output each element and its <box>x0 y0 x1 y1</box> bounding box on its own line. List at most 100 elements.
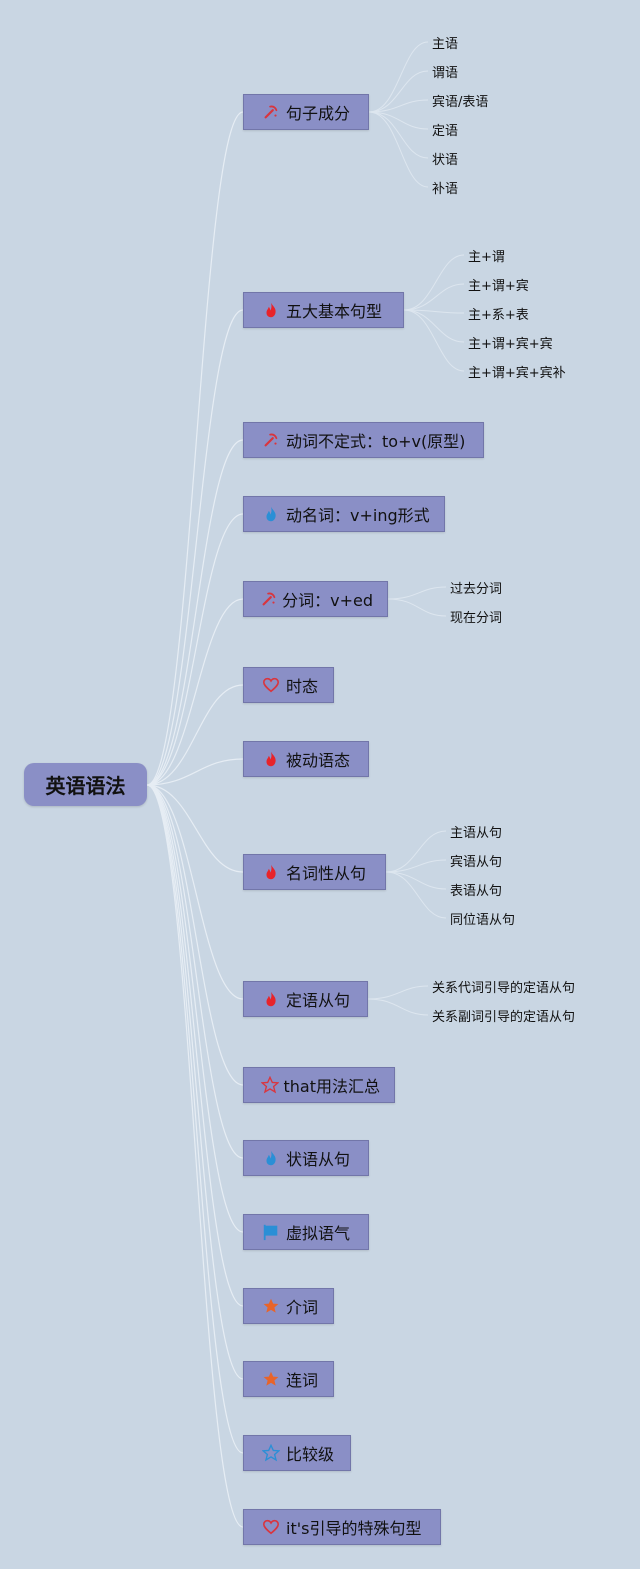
branch-connector <box>146 784 244 1086</box>
branch-label: 时态 <box>286 677 319 696</box>
fire-icon <box>260 862 282 882</box>
branch-node[interactable]: 分词：v+ed <box>243 581 388 617</box>
branch-label: that用法汇总 <box>283 1077 381 1096</box>
leaf-connector <box>368 99 429 113</box>
leaf-node[interactable]: 主+谓+宾+宾补 <box>468 366 566 381</box>
branch-connector <box>146 684 244 786</box>
leaf-node[interactable]: 定语 <box>432 124 459 139</box>
branch-connector <box>146 784 244 1380</box>
blue-star-outline-icon <box>260 1443 282 1463</box>
pick-icon <box>260 102 282 122</box>
branch-label: 名词性从句 <box>286 864 367 883</box>
leaf-node[interactable]: 主语 <box>432 37 459 52</box>
heart-icon <box>260 1517 282 1537</box>
leaf-connector <box>403 309 465 343</box>
branch-label: it's引导的特殊句型 <box>286 1519 422 1538</box>
branch-node[interactable]: 句子成分 <box>243 94 369 130</box>
pick-icon <box>260 589 278 609</box>
branch-connector <box>146 784 244 873</box>
branch-connector <box>146 784 244 1454</box>
blue-fire-icon <box>260 1148 282 1168</box>
branch-node[interactable]: 连词 <box>243 1361 334 1397</box>
leaf-connector <box>385 871 447 919</box>
branch-label: 定语从句 <box>286 991 351 1010</box>
leaf-node[interactable]: 过去分词 <box>450 582 503 597</box>
branch-node[interactable]: 动词不定式：to+v(原型) <box>243 422 484 458</box>
branch-label: 虚拟语气 <box>286 1224 351 1243</box>
branch-connector <box>146 598 244 786</box>
fire-icon <box>260 749 282 769</box>
leaf-node[interactable]: 主+谓+宾 <box>468 279 529 294</box>
leaf-node[interactable]: 状语 <box>432 153 459 168</box>
leaf-node[interactable]: 同位语从句 <box>450 913 516 928</box>
leaf-node[interactable]: 表语从句 <box>450 884 503 899</box>
branch-connector <box>146 309 244 786</box>
leaf-connector <box>403 309 465 372</box>
branch-node[interactable]: that用法汇总 <box>243 1067 395 1103</box>
branch-connector <box>146 784 244 1159</box>
branch-label: 动词不定式：to+v(原型) <box>286 432 466 451</box>
branch-node[interactable]: 介词 <box>243 1288 334 1324</box>
branch-label: 分词：v+ed <box>282 591 373 610</box>
pick-icon <box>260 430 282 450</box>
fire-icon <box>260 300 282 320</box>
leaf-connector <box>368 41 429 113</box>
leaf-connector <box>367 998 429 1016</box>
branch-node[interactable]: 虚拟语气 <box>243 1214 369 1250</box>
branch-connector <box>146 439 244 786</box>
branch-node[interactable]: it's引导的特殊句型 <box>243 1509 441 1545</box>
branch-connector <box>146 784 244 1233</box>
leaf-node[interactable]: 关系副词引导的定语从句 <box>432 1010 576 1025</box>
branch-connector <box>146 758 244 786</box>
leaf-node[interactable]: 谓语 <box>432 66 459 81</box>
leaf-node[interactable]: 补语 <box>432 182 459 197</box>
branch-label: 状语从句 <box>286 1150 351 1169</box>
leaf-node[interactable]: 主语从句 <box>450 826 503 841</box>
branch-connector <box>146 513 244 786</box>
leaf-connector <box>385 871 447 890</box>
heart-icon <box>260 675 282 695</box>
root-node[interactable]: 英语语法 <box>24 763 147 806</box>
branch-connector <box>146 784 244 1528</box>
branch-connector <box>146 784 244 1307</box>
leaf-connector <box>368 111 429 159</box>
leaf-connector <box>387 586 447 600</box>
leaf-node[interactable]: 关系代词引导的定语从句 <box>432 981 576 996</box>
branch-label: 比较级 <box>286 1445 335 1464</box>
branch-label: 句子成分 <box>286 104 351 123</box>
branch-connector <box>146 784 244 1000</box>
branch-node[interactable]: 动名词：v+ing形式 <box>243 496 445 532</box>
star-icon <box>260 1296 282 1316</box>
leaf-connector <box>403 309 465 314</box>
leaf-connector <box>368 111 429 188</box>
leaf-node[interactable]: 宾语/表语 <box>432 95 489 110</box>
branch-node[interactable]: 五大基本句型 <box>243 292 404 328</box>
branch-label: 介词 <box>286 1298 319 1317</box>
star-icon <box>260 1369 282 1389</box>
branch-node[interactable]: 定语从句 <box>243 981 368 1017</box>
leaf-node[interactable]: 宾语从句 <box>450 855 503 870</box>
leaf-connector <box>368 111 429 130</box>
leaf-node[interactable]: 主+谓 <box>468 250 505 265</box>
branch-label: 连词 <box>286 1371 319 1390</box>
branch-node[interactable]: 名词性从句 <box>243 854 386 890</box>
leaf-connector <box>403 254 465 311</box>
branch-node[interactable]: 状语从句 <box>243 1140 369 1176</box>
branch-label: 五大基本句型 <box>286 302 383 321</box>
branch-node[interactable]: 比较级 <box>243 1435 351 1471</box>
leaf-node[interactable]: 主+系+表 <box>468 308 529 323</box>
fire-icon <box>260 989 282 1009</box>
leaf-connector <box>368 70 429 113</box>
leaf-connector <box>403 283 465 311</box>
branch-node[interactable]: 时态 <box>243 667 334 703</box>
flag-icon <box>260 1222 282 1242</box>
leaf-node[interactable]: 主+谓+宾+宾 <box>468 337 553 352</box>
star-outline-icon <box>260 1075 280 1095</box>
branch-node[interactable]: 被动语态 <box>243 741 369 777</box>
leaf-node[interactable]: 现在分词 <box>450 611 503 626</box>
branch-label: 动名词：v+ing形式 <box>286 506 430 525</box>
leaf-connector <box>385 859 447 873</box>
branch-connector <box>146 111 244 786</box>
leaf-connector <box>385 830 447 873</box>
blue-fire-icon <box>260 504 282 524</box>
